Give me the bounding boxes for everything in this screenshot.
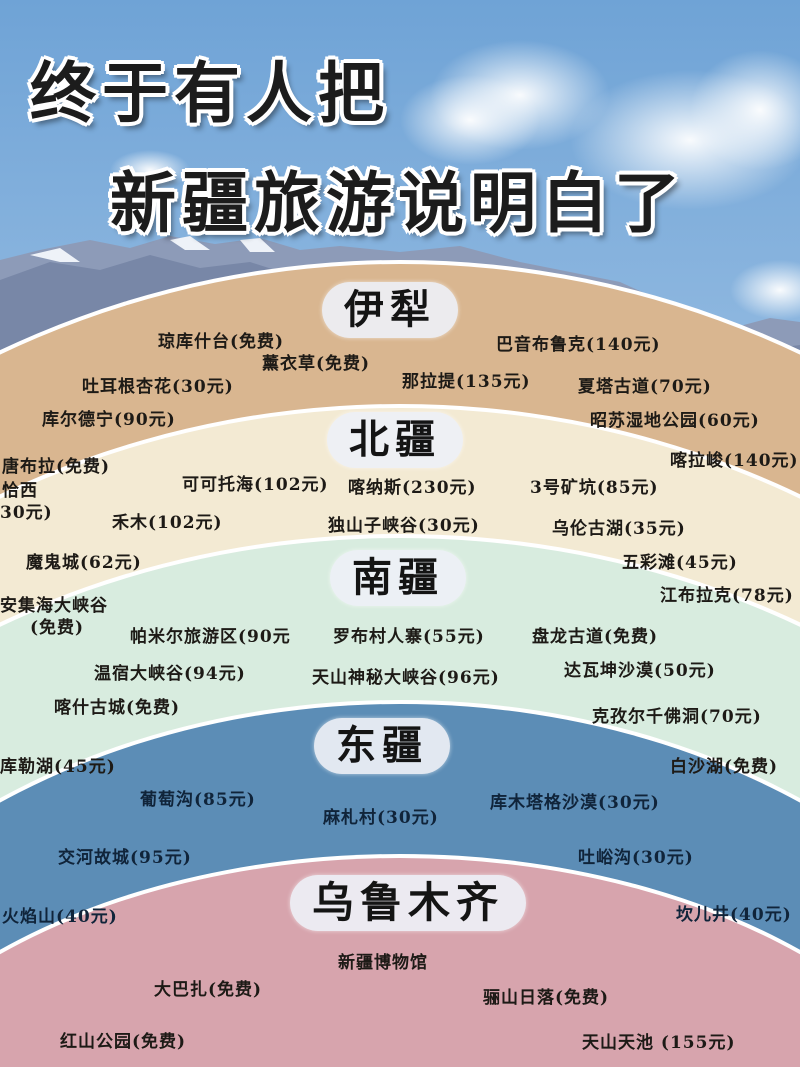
clouds	[110, 40, 800, 320]
spot-qiaxi-price: 30元)	[0, 503, 53, 523]
title-line-2: 新疆旅游说明白了	[110, 165, 686, 242]
spot-no3-mine: 3号矿坑(85元)	[530, 478, 659, 498]
spot-nalati: 那拉提(135元)	[402, 372, 531, 392]
region-label-south: 南疆	[330, 550, 466, 606]
spot-heavenly-lake: 天山天池 (155元)	[582, 1033, 736, 1053]
spot-wensu-canyon: 温宿大峡谷(94元)	[94, 664, 246, 684]
spot-hongshan-park: 红山公园(免费)	[60, 1032, 187, 1052]
band-urumqi	[0, 858, 800, 1067]
spot-luobu-village: 罗布村人寨(55元)	[333, 627, 485, 647]
spot-kumtag-desert: 库木塔格沙漠(30元)	[490, 793, 660, 813]
spot-jiaohe-ruins: 交河故城(95元)	[58, 848, 192, 868]
spot-keketuohai: 可可托海(102元)	[182, 475, 329, 495]
spot-tuergen: 吐耳根杏花(30元)	[82, 377, 234, 397]
spot-xiata: 夏塔古道(70元)	[578, 377, 712, 397]
spot-lishan-sunset: 骊山日落(免费)	[483, 988, 610, 1008]
spot-bayinbuluke: 巴音布鲁克(140元)	[496, 335, 661, 355]
spot-jiangbulake: 江布拉克(78元)	[660, 586, 794, 606]
spot-devil-city: 魔鬼城(62元)	[26, 553, 142, 573]
title-line-1: 终于有人把	[30, 55, 390, 132]
spot-kashgar-old-town: 喀什古城(免费)	[54, 698, 181, 718]
region-label-urumqi: 乌鲁木齐	[289, 875, 527, 931]
spot-panlong: 盘龙古道(免费)	[532, 627, 659, 647]
spot-kule-lake: 库勒湖(45元)	[0, 757, 116, 777]
spot-tuyugou: 吐峪沟(30元)	[578, 848, 694, 868]
spot-wucaitan: 五彩滩(45元)	[622, 553, 738, 573]
spot-flaming-mountain: 火焰山(40元)	[2, 907, 118, 927]
spot-kanas: 喀纳斯(230元)	[348, 478, 477, 498]
region-label-yili: 伊犁	[322, 282, 458, 338]
spot-qiongkushitai: 琼库什台(免费)	[158, 332, 285, 352]
spot-pamir: 帕米尔旅游区(90元	[130, 627, 291, 647]
spot-anjihai: 安集海大峡谷	[0, 596, 108, 616]
spot-anjihai-price: (免费)	[30, 618, 85, 638]
spot-dawakun: 达瓦坤沙漠(50元)	[564, 661, 716, 681]
spot-dushanzi: 独山子峡谷(30元)	[328, 516, 480, 536]
spot-mazha-village: 麻札村(30元)	[323, 808, 439, 828]
spot-qiaxi: 恰西	[2, 481, 38, 501]
spot-grand-bazaar: 大巴扎(免费)	[154, 980, 263, 1000]
spot-baisha-lake: 白沙湖(免费)	[670, 757, 779, 777]
spot-kuerdening: 库尔德宁(90元)	[42, 410, 176, 430]
spot-zhaosu-wetland: 昭苏湿地公园(60元)	[590, 411, 760, 431]
spot-tianshan-canyon: 天山神秘大峡谷(96元)	[312, 668, 500, 688]
region-label-north: 北疆	[327, 412, 463, 468]
spot-xinjiang-museum: 新疆博物馆	[338, 953, 428, 973]
region-label-east: 东疆	[314, 718, 450, 774]
spot-kalajun: 喀拉峻(140元)	[670, 451, 799, 471]
spot-grape-valley: 葡萄沟(85元)	[140, 790, 256, 810]
spot-karez: 坎儿井(40元)	[676, 905, 792, 925]
spot-kizil-caves: 克孜尔千佛洞(70元)	[592, 707, 762, 727]
spot-tangbula: 唐布拉(免费)	[2, 457, 111, 477]
spot-wulungu-lake: 乌伦古湖(35元)	[552, 519, 686, 539]
spot-hemu: 禾木(102元)	[112, 513, 223, 533]
spot-lavender: 薰衣草(免费)	[262, 354, 371, 374]
